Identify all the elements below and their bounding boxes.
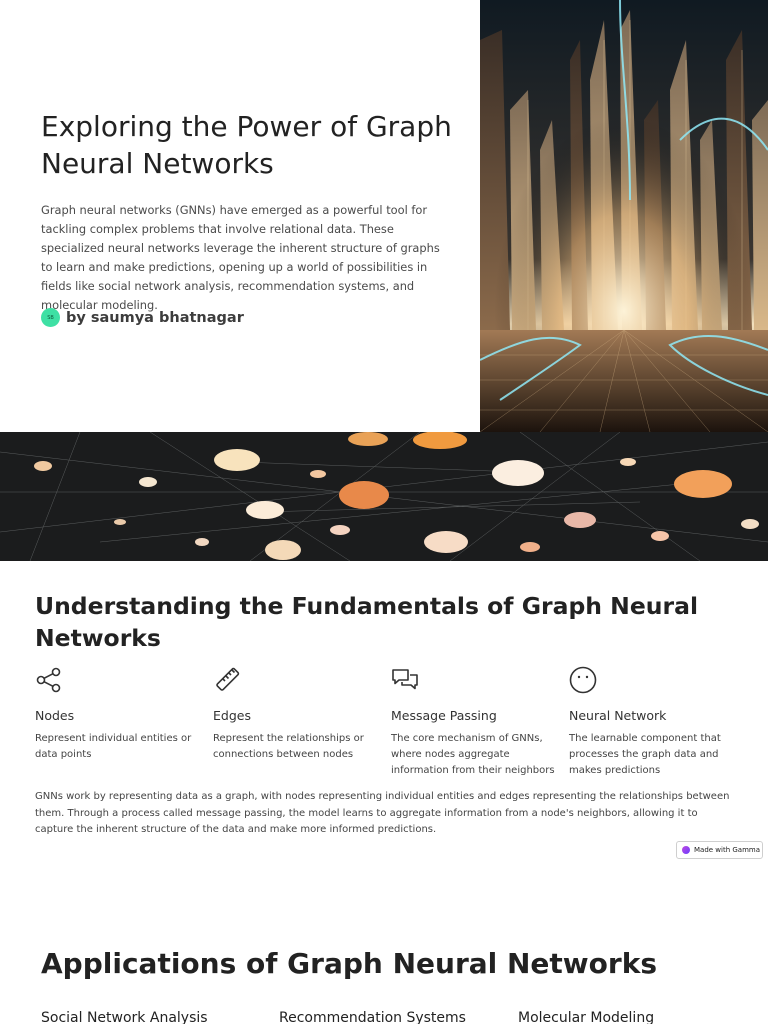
app-molecular-modeling: Molecular Modeling xyxy=(518,1010,655,1024)
app-social-network-analysis: Social Network Analysis xyxy=(41,1010,208,1024)
applications-title: Applications of Graph Neural Networks xyxy=(41,947,657,980)
share-nodes-icon xyxy=(36,667,61,693)
feature-nodes: Nodes Represent individual entities or d… xyxy=(35,666,200,763)
feature-neural-network: Neural Network The learnable component t… xyxy=(569,666,734,779)
author-byline: SB by saumya bhatnagar xyxy=(41,308,244,327)
feature-grid: Nodes Represent individual entities or d… xyxy=(35,666,745,786)
page-title: Exploring the Power of Graph Neural Netw… xyxy=(41,110,452,180)
face-icon xyxy=(569,666,597,694)
feature-description: The learnable component that processes t… xyxy=(569,733,721,776)
app-recommendation-systems: Recommendation Systems xyxy=(279,1010,466,1024)
title-slide-text-panel: Exploring the Power of Graph Neural Netw… xyxy=(0,0,480,432)
feature-message-passing: Message Passing The core mechanism of GN… xyxy=(391,666,556,779)
avatar: SB xyxy=(41,308,60,327)
fundamentals-title: Understanding the Fundamentals of Graph … xyxy=(35,592,699,652)
made-with-gamma-badge[interactable]: Made with Gamma xyxy=(676,841,763,859)
feature-name: Neural Network xyxy=(569,708,667,723)
feature-description: The core mechanism of GNNs, where nodes … xyxy=(391,733,555,776)
futuristic-city-image xyxy=(480,0,768,432)
feature-name: Message Passing xyxy=(391,708,497,723)
author-name: by saumya bhatnagar xyxy=(66,309,244,326)
feature-name: Edges xyxy=(213,708,251,723)
feature-description: Represent the relationships or connectio… xyxy=(213,733,364,760)
feature-name: Nodes xyxy=(35,708,75,723)
badge-label: Made with Gamma xyxy=(694,846,761,854)
gamma-logo-icon xyxy=(682,846,690,854)
feature-description: Represent individual entities or data po… xyxy=(35,733,192,760)
network-nodes-banner-image xyxy=(0,432,768,561)
title-slide: Exploring the Power of Graph Neural Netw… xyxy=(0,0,768,432)
intro-description: Graph neural networks (GNNs) have emerge… xyxy=(41,203,440,312)
gnn-explanation: GNNs work by representing data as a grap… xyxy=(35,791,730,835)
chat-bubbles-icon xyxy=(392,669,418,690)
feature-edges: Edges Represent the relationships or con… xyxy=(213,666,378,763)
ruler-icon xyxy=(216,667,240,691)
